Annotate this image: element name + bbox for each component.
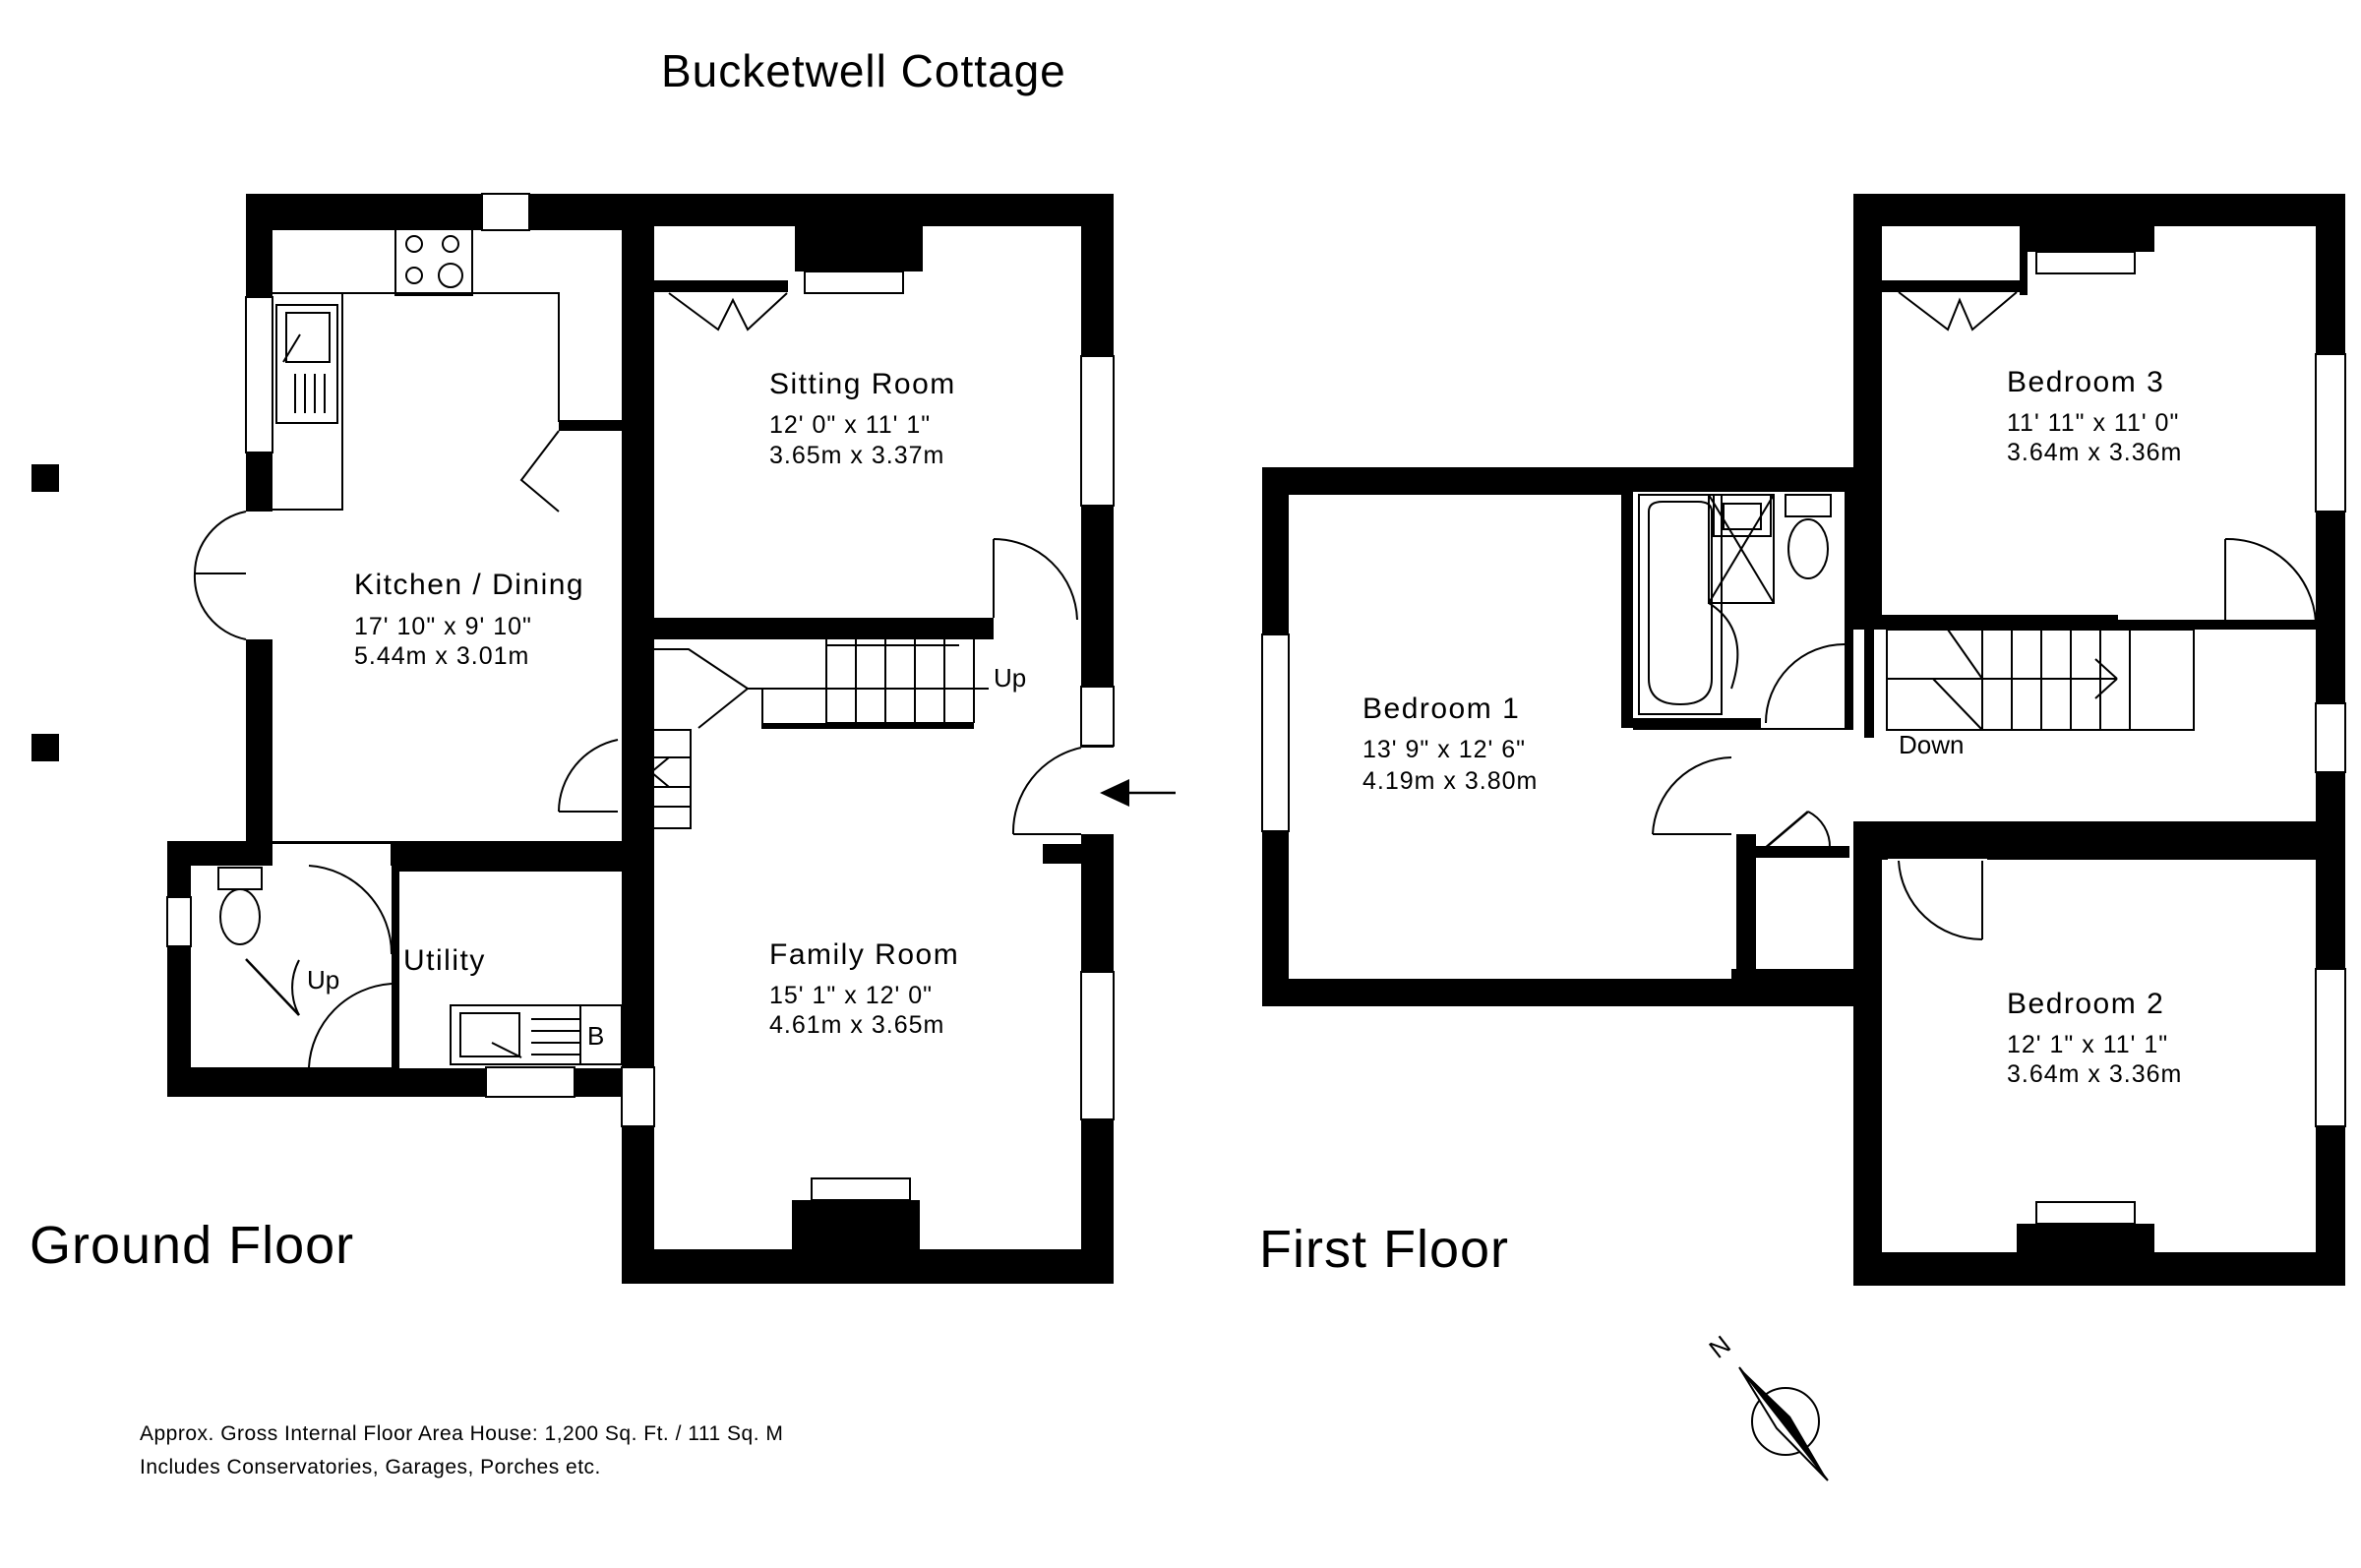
- basin-icon: [1713, 494, 1772, 537]
- sitting-room-door[interactable]: [993, 538, 1078, 621]
- stairs-up-label: Up: [994, 663, 1026, 693]
- room-kitchen-name: Kitchen / Dining: [354, 569, 584, 601]
- sitting-fireplace: [795, 226, 923, 294]
- kitchen-garden-doors[interactable]: [193, 511, 272, 640]
- bathroom-door[interactable]: [1765, 643, 1846, 724]
- family-fireplace: [792, 1177, 920, 1249]
- ground-wc-icon: [217, 867, 263, 945]
- garden-post: [31, 464, 59, 492]
- airing-cupboard-door[interactable]: [1755, 811, 1832, 857]
- includes-note: Includes Conservatories, Garages, Porche…: [140, 1456, 601, 1478]
- ground-windows: [166, 193, 1115, 1127]
- room-bedroom3-dim-imperial: 11' 11" x 11' 0": [2007, 409, 2179, 437]
- room-bedroom1-dim-metric: 4.19m x 3.80m: [1362, 767, 1538, 795]
- main-block-walls: [622, 194, 1114, 1284]
- room-sitting-name: Sitting Room: [769, 368, 956, 400]
- entrance-arrow-icon: [1100, 779, 1176, 807]
- stairs-down-label: Down: [1899, 730, 1964, 759]
- ground-stairs: [649, 627, 989, 829]
- room-family-dim-metric: 4.61m x 3.65m: [769, 1011, 944, 1039]
- sitting-cupboard: [654, 226, 788, 332]
- kitchen-cupboard: [519, 421, 622, 513]
- first-floor-stairs: [1886, 629, 2195, 731]
- first-floor-label: First Floor: [1259, 1220, 1509, 1279]
- ground-floor-label: Ground Floor: [30, 1216, 354, 1275]
- room-bedroom3-dim-metric: 3.64m x 3.36m: [2007, 439, 2182, 466]
- room-bedroom3-name: Bedroom 3: [2007, 366, 2164, 398]
- utility-door[interactable]: [308, 865, 394, 955]
- first-floor-windows: [1261, 353, 2346, 1127]
- bedroom2-fireplace: [2017, 1201, 2154, 1253]
- first-floor: Bedroom 1 13' 9" x 12' 6" 4.19m x 3.80m …: [1259, 194, 2346, 1286]
- room-bedroom2-dim-imperial: 12' 1" x 11' 1": [2007, 1031, 2168, 1058]
- room-family-dim-imperial: 15' 1" x 12' 0": [769, 982, 933, 1009]
- room-kitchen-dim-metric: 5.44m x 3.01m: [354, 642, 529, 670]
- shower-icon: [1708, 494, 1775, 690]
- room-bedroom2-dim-metric: 3.64m x 3.36m: [2007, 1060, 2182, 1088]
- room-bedroom1-dim-imperial: 13' 9" x 12' 6": [1362, 736, 1526, 763]
- room-family-name: Family Room: [769, 938, 959, 971]
- room-kitchen-dim-imperial: 17' 10" x 9' 10": [354, 613, 532, 640]
- plan-title: Bucketwell Cottage: [661, 45, 1066, 96]
- first-floor-wc-icon: [1785, 494, 1832, 579]
- room-sitting-dim-metric: 3.65m x 3.37m: [769, 442, 944, 469]
- floor-area-note: Approx. Gross Internal Floor Area House:…: [140, 1422, 783, 1445]
- garden-post: [31, 734, 59, 761]
- compass-icon: N: [1704, 1330, 1829, 1481]
- utility-sink-icon: [450, 1004, 624, 1065]
- utility-up-label: Up: [307, 965, 339, 995]
- hob-icon: [394, 227, 473, 296]
- bedroom1-door[interactable]: [1652, 756, 1732, 835]
- room-bedroom2-name: Bedroom 2: [2007, 988, 2164, 1020]
- bedroom3-door[interactable]: [2224, 537, 2317, 623]
- room-utility-name: Utility: [403, 944, 486, 977]
- kitchen-sink-icon: [275, 304, 338, 424]
- wc-door[interactable]: [245, 958, 300, 1016]
- room-bedroom1-name: Bedroom 1: [1362, 693, 1520, 725]
- bath-icon: [1638, 494, 1723, 715]
- room-sitting-dim-imperial: 12' 0" x 11' 1": [769, 411, 931, 439]
- compass-north-letter: N: [1704, 1330, 1736, 1364]
- bedroom2-door[interactable]: [1898, 860, 1983, 941]
- bedroom3-fireplace: [2027, 226, 2154, 274]
- kitchen-hall-door[interactable]: [558, 739, 619, 813]
- boiler-label: B: [587, 1021, 604, 1051]
- bedroom3-cupboard: [1882, 226, 2028, 332]
- ground-floor: Kitchen / Dining 17' 10" x 9' 10" 5.44m …: [30, 193, 1176, 1284]
